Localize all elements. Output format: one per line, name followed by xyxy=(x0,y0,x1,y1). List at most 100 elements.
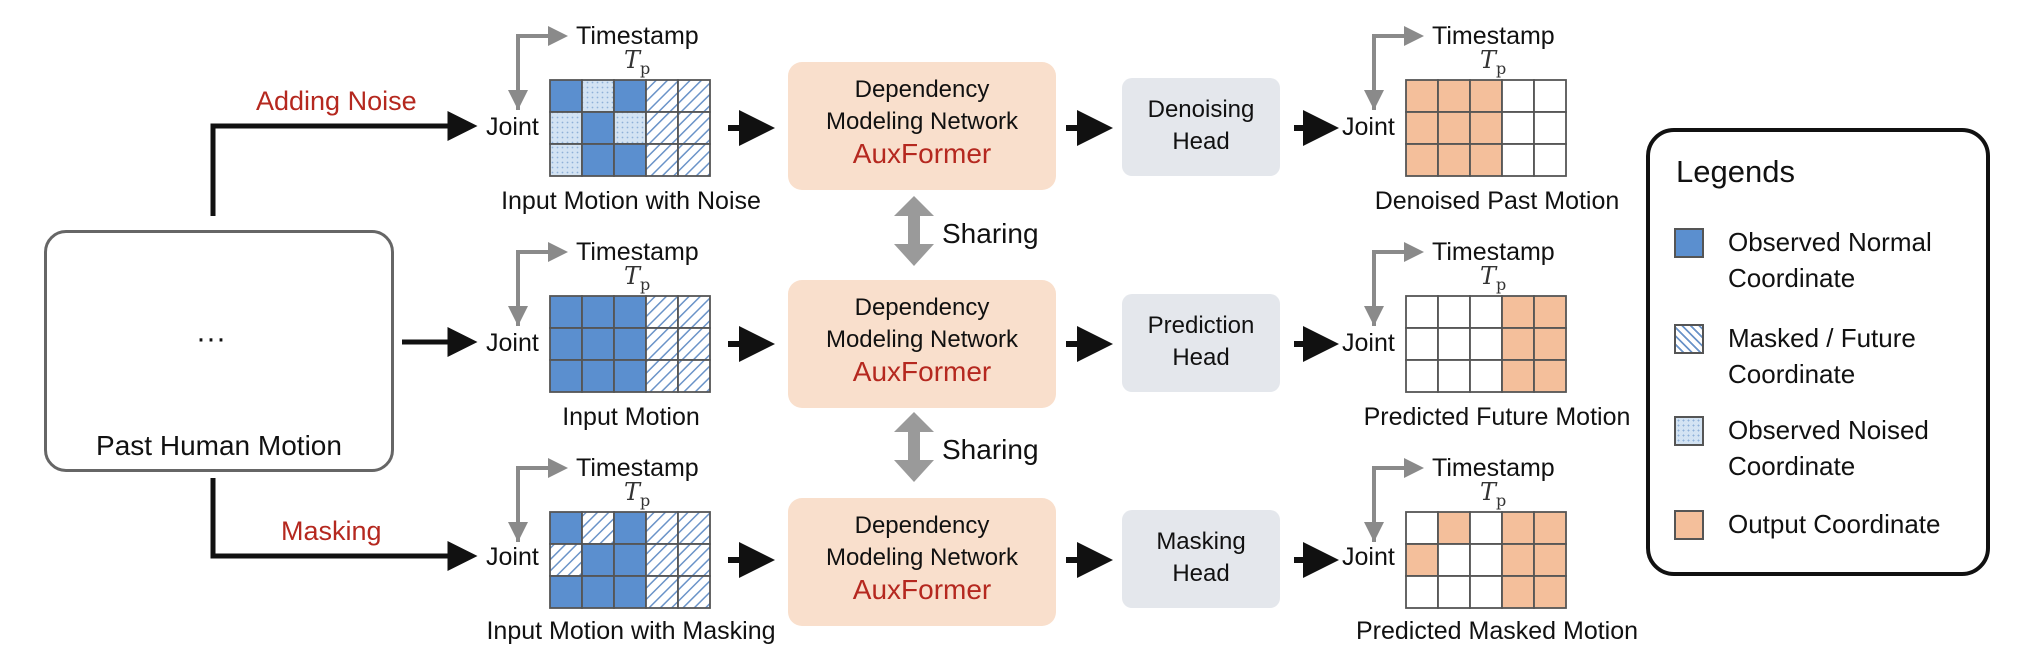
legend-masked-line2: Coordinate xyxy=(1728,359,1856,389)
row3-timestamp-in: Timestamp xyxy=(576,454,699,482)
row2-input-cell-r2-c0 xyxy=(549,359,583,393)
row3-input-cell-r2-c1 xyxy=(581,575,615,609)
row1-output-cell-r0-c1 xyxy=(1437,79,1471,113)
row2-head-line1: Prediction xyxy=(1147,312,1255,339)
row2-tp-out: Tp xyxy=(1480,262,1507,294)
row3-input-cell-r1-c4 xyxy=(677,543,711,577)
row3-output-cell-r2-c3 xyxy=(1501,575,1535,609)
row1-input-cell-r1-c1 xyxy=(581,111,615,145)
row3-output-cell-r0-c4 xyxy=(1533,511,1567,545)
row3-input-cell-r1-c0 xyxy=(549,543,583,577)
row2-output-cell-r2-c4 xyxy=(1533,359,1567,393)
row3-output-cell-r0-c1 xyxy=(1437,511,1471,545)
row3-network-name: AuxFormer xyxy=(852,574,992,605)
row2-output-cell-r0-c3 xyxy=(1501,295,1535,329)
row1-output-cell-r2-c0 xyxy=(1405,143,1439,177)
sharing-label-top: Sharing xyxy=(942,218,1039,249)
legend-swatch-normal xyxy=(1674,228,1704,258)
row1-input-cell-r1-c0 xyxy=(549,111,583,145)
row2-joint-out: Joint xyxy=(1342,329,1395,357)
row2-input-cell-r0-c2 xyxy=(613,295,647,329)
row2-input-cell-r1-c0 xyxy=(549,327,583,361)
row3-input-cell-r2-c4 xyxy=(677,575,711,609)
row2-network-line2: Modeling Network xyxy=(825,326,1019,353)
row3-output-cell-r2-c4 xyxy=(1533,575,1567,609)
row1-input-cell-r1-c2 xyxy=(613,111,647,145)
row1-input-cell-r0-c0 xyxy=(549,79,583,113)
row2-input-cell-r1-c1 xyxy=(581,327,615,361)
row2-network-box: Dependency Modeling Network AuxFormer xyxy=(788,280,1056,408)
row1-input-cell-r0-c1 xyxy=(581,79,615,113)
row3-input-cell-r0-c0 xyxy=(549,511,583,545)
row1-output-cell-r1-c1 xyxy=(1437,111,1471,145)
row3-head-box: Masking Head xyxy=(1122,510,1280,608)
row1-network-line1: Dependency xyxy=(854,76,990,103)
legend-noised-line1: Observed Noised xyxy=(1728,415,1929,445)
row2-output-caption: Predicted Future Motion xyxy=(1363,403,1631,431)
legend-normal-line1: Observed Normal xyxy=(1728,227,1932,257)
row3-output-cell-r2-c1 xyxy=(1437,575,1471,609)
row2-input-cell-r1-c2 xyxy=(613,327,647,361)
row2-output-cell-r2-c1 xyxy=(1437,359,1471,393)
row1-input-cell-r0-c4 xyxy=(677,79,711,113)
sharing-arrow-bottom xyxy=(894,412,934,482)
legend-swatch-output xyxy=(1674,510,1704,540)
row3-output-cell-r2-c0 xyxy=(1405,575,1439,609)
row3-output-cell-r2-c2 xyxy=(1469,575,1503,609)
row1-timestamp-in: Timestamp xyxy=(576,22,699,50)
row2-network-line1: Dependency xyxy=(854,294,990,321)
row2-output-cell-r2-c3 xyxy=(1501,359,1535,393)
row2-input-cell-r0-c3 xyxy=(645,295,679,329)
past-human-motion-box xyxy=(44,230,394,472)
row1-head-box: Denoising Head xyxy=(1122,78,1280,176)
row1-input-cell-r2-c4 xyxy=(677,143,711,177)
row1-output-cell-r1-c0 xyxy=(1405,111,1439,145)
row1-head-line1: Denoising xyxy=(1147,96,1255,123)
row3-tp-out: Tp xyxy=(1480,478,1507,510)
past-human-motion-caption: Past Human Motion xyxy=(96,430,342,461)
row1-output-caption: Denoised Past Motion xyxy=(1374,187,1620,215)
row1-output-cell-r0-c3 xyxy=(1501,79,1535,113)
row2-input-cell-r0-c0 xyxy=(549,295,583,329)
row3-input-cell-r0-c4 xyxy=(677,511,711,545)
legend-output-line1: Output Coordinate xyxy=(1728,509,1941,539)
row2-output-cell-r0-c0 xyxy=(1405,295,1439,329)
row2-tp-in: Tp xyxy=(624,262,651,294)
row3-network-box: Dependency Modeling Network AuxFormer xyxy=(788,498,1056,626)
row2-joint-in: Joint xyxy=(486,329,539,357)
row2-output-cell-r1-c4 xyxy=(1533,327,1567,361)
row3-output-cell-r1-c3 xyxy=(1501,543,1535,577)
row3-output-cell-r1-c0 xyxy=(1405,543,1439,577)
row3-input-cell-r1-c3 xyxy=(645,543,679,577)
row1-output-cell-r2-c2 xyxy=(1469,143,1503,177)
row3-joint-out: Joint xyxy=(1342,543,1395,571)
row1-output-cell-r0-c2 xyxy=(1469,79,1503,113)
row3-output-cell-r0-c3 xyxy=(1501,511,1535,545)
row3-input-cell-r1-c1 xyxy=(581,543,615,577)
row1-joint-out: Joint xyxy=(1342,113,1395,141)
row1-output-cell-r2-c1 xyxy=(1437,143,1471,177)
row2-output-cell-r1-c3 xyxy=(1501,327,1535,361)
legend-masked-line1: Masked / Future xyxy=(1728,323,1916,353)
row1-input-cell-r2-c3 xyxy=(645,143,679,177)
row1-input-cell-r2-c1 xyxy=(581,143,615,177)
branch-arrow-noise xyxy=(210,111,478,216)
legend-title: Legends xyxy=(1676,154,1795,189)
row1-input-cell-r1-c3 xyxy=(645,111,679,145)
legend-normal-line2: Coordinate xyxy=(1728,263,1856,293)
sharing-arrow-top xyxy=(894,196,934,266)
row3-input-cell-r0-c2 xyxy=(613,511,647,545)
row3-input-cell-r0-c3 xyxy=(645,511,679,545)
legend-swatch-noised xyxy=(1674,416,1704,446)
row2-input-cell-r0-c1 xyxy=(581,295,615,329)
row3-tp-in: Tp xyxy=(624,478,651,510)
row1-output-cell-r0-c4 xyxy=(1533,79,1567,113)
row1-network-line2: Modeling Network xyxy=(825,108,1019,135)
row2-input-caption: Input Motion xyxy=(562,403,700,431)
row3-output-cell-r0-c0 xyxy=(1405,511,1439,545)
row1-output-cell-r2-c3 xyxy=(1501,143,1535,177)
row1-timestamp-out: Timestamp xyxy=(1432,22,1555,50)
row2-input-cell-r1-c4 xyxy=(677,327,711,361)
